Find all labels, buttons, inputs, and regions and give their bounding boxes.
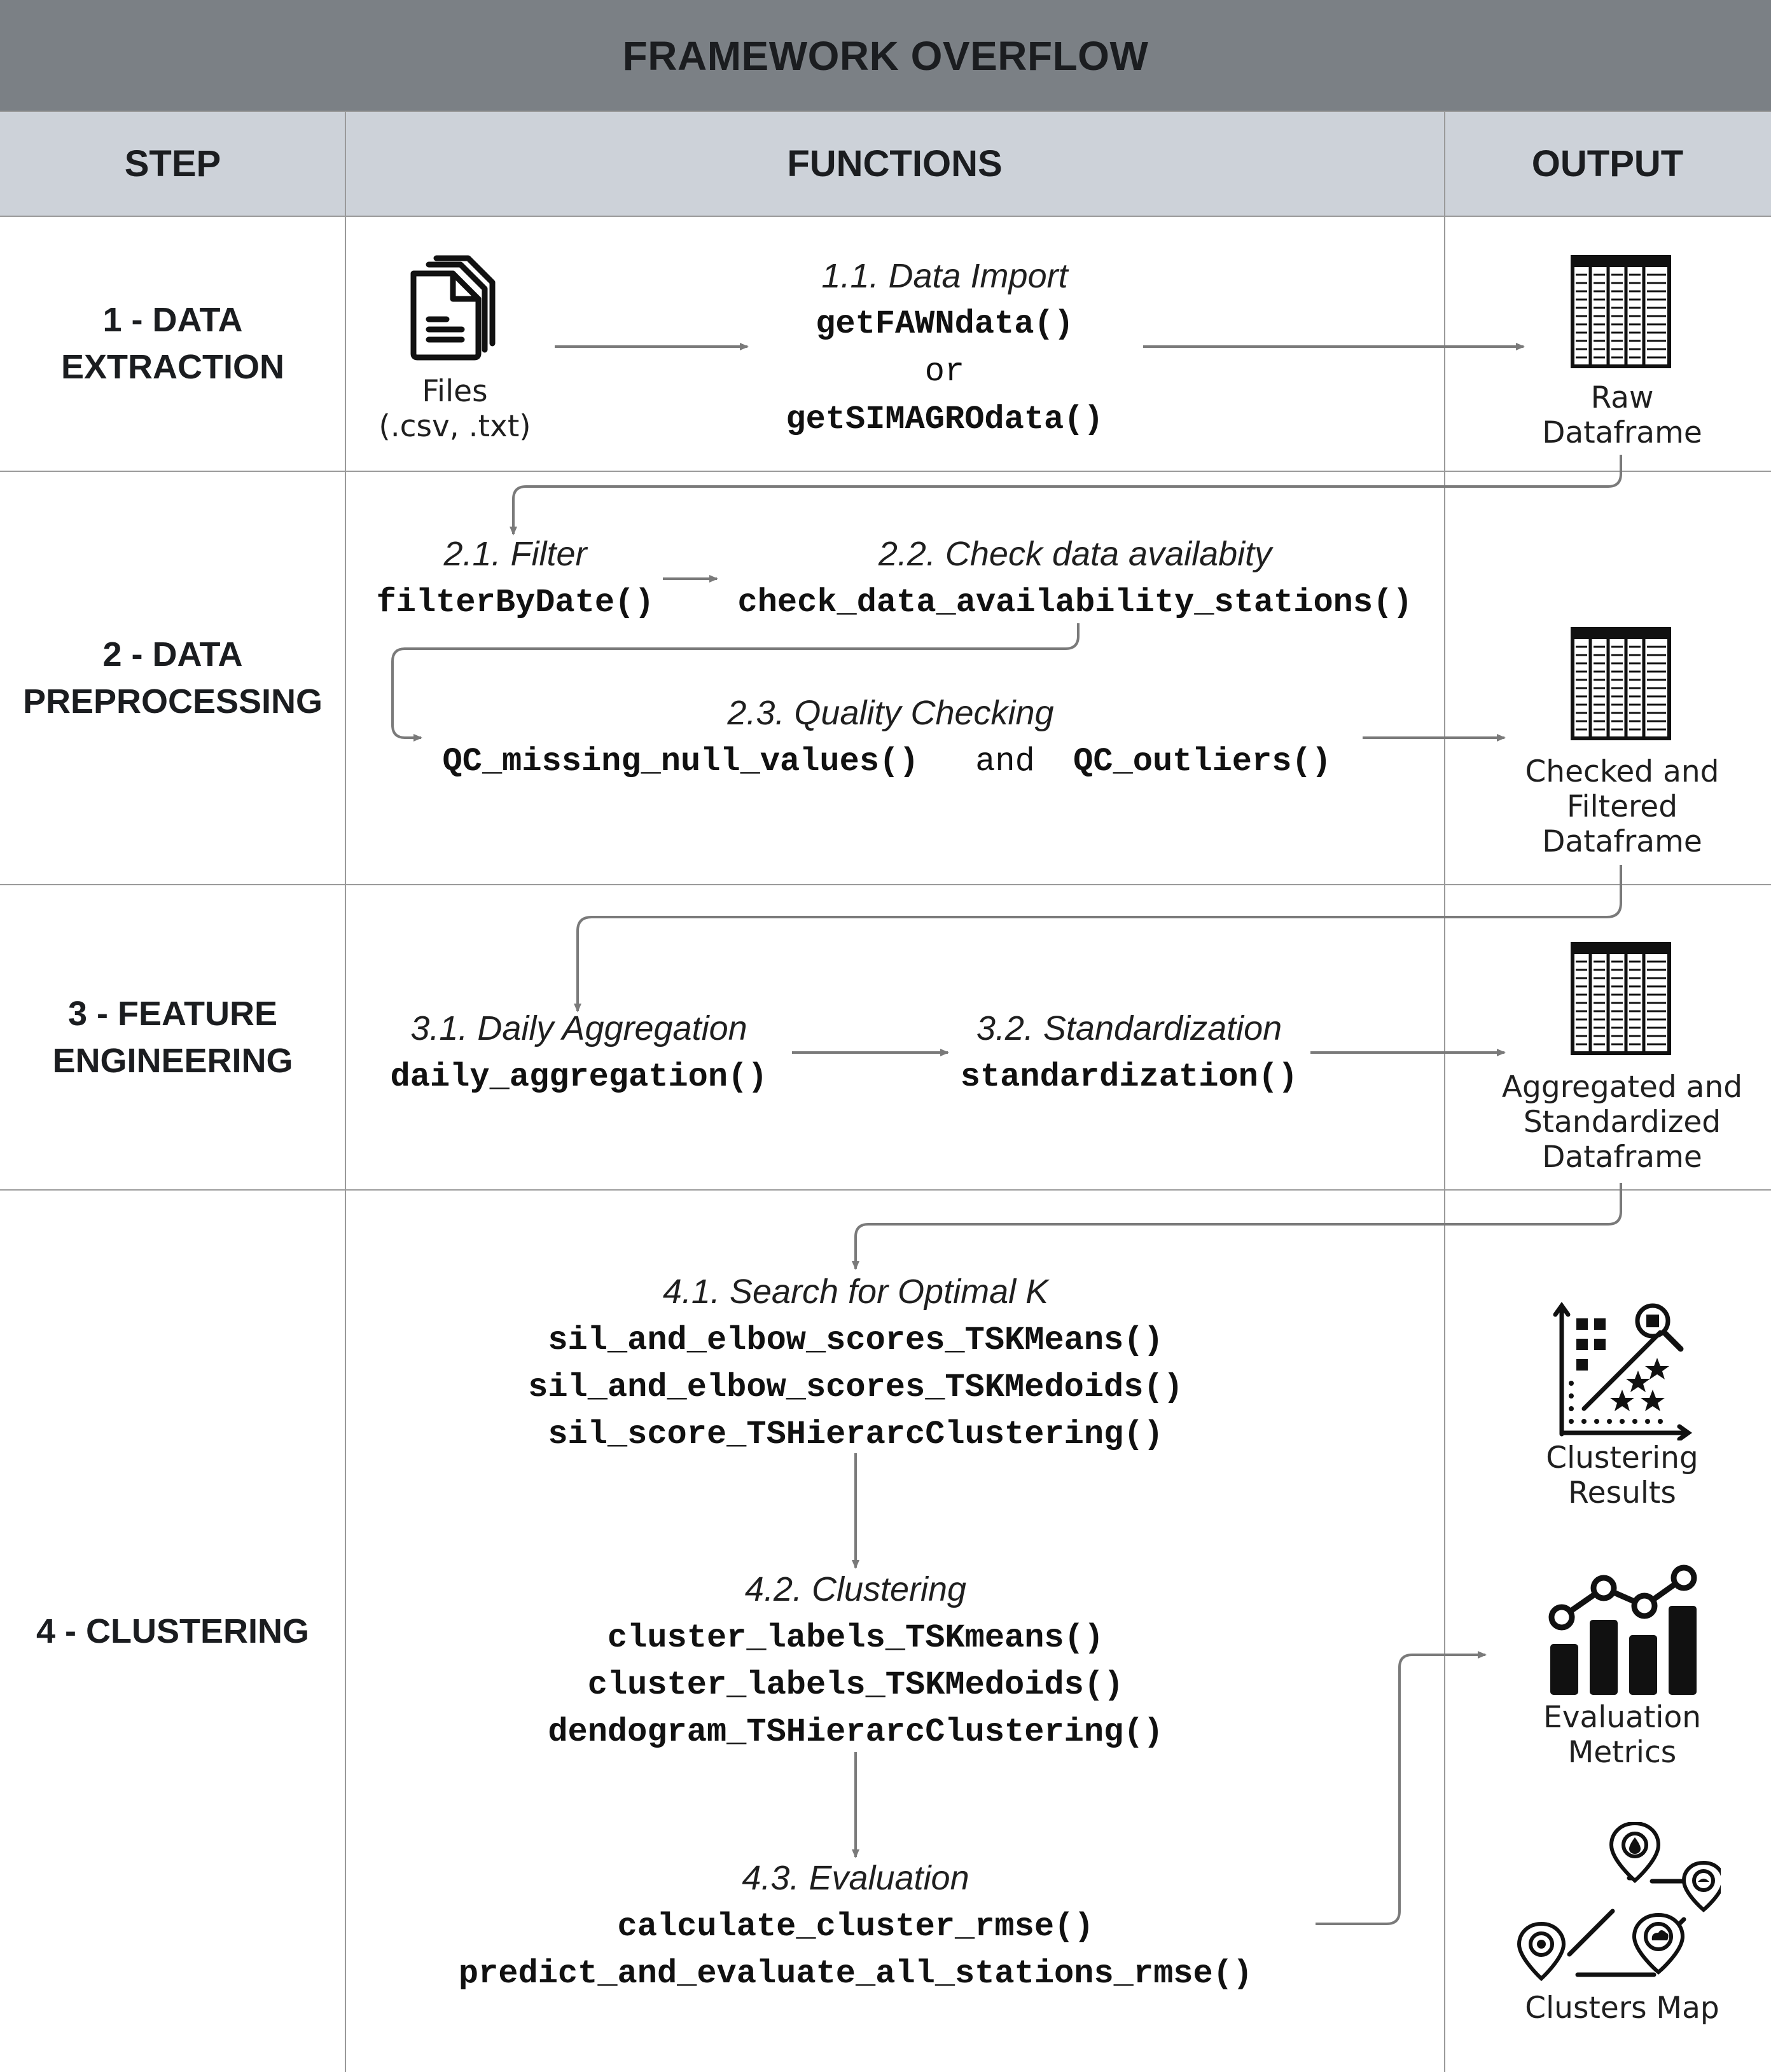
table-icon [1571,255,1671,368]
getsimagrodata-function: getSIMAGROdata() [786,401,1104,438]
table-icon [1571,627,1671,740]
daily-aggregation-title: 3.1. Daily Aggregation [410,1009,747,1047]
table-icon [1571,942,1671,1055]
dendogram-hierarc-function: dendogram_TSHierarcClustering() [548,1713,1163,1751]
filter-title: 2.1. Filter [443,535,587,573]
files-label: Files(.csv, .txt) [379,374,531,444]
document-stack-icon [410,255,496,361]
step-4-label: 4 - CLUSTERING [36,1612,310,1650]
or-connector: or [924,353,965,390]
sil-score-hierarc-function: sil_score_TSHierarcClustering() [548,1416,1163,1453]
grid-line [0,1189,1771,1191]
qc-missing-null-function: QC_missing_null_values() [442,743,919,780]
quality-checking-title: 2.3. Quality Checking [727,694,1054,732]
standardization-function: standardization() [960,1058,1298,1096]
grid-line [1444,111,1445,2072]
qc-outliers-function: QC_outliers() [1073,743,1331,780]
evaluation-title: 4.3. Evaluation [742,1859,969,1897]
optimal-k-title: 4.1. Search for Optimal K [662,1273,1049,1311]
header-step: STEP [124,143,221,184]
cluster-labels-tskmedoids-function: cluster_labels_TSKMedoids() [587,1666,1124,1704]
title-banner: FRAMEWORK OVERFLOW [0,0,1771,111]
bar-line-chart-icon [1548,1564,1697,1695]
and-connector: and [975,743,1035,780]
data-import-title: 1.1. Data Import [821,257,1068,295]
standardization-title: 3.2. Standardization [976,1009,1282,1047]
grid-line [0,111,1771,112]
clusters-map-label: Clusters Map [1525,1991,1719,2026]
diagram-title: FRAMEWORK OVERFLOW [622,32,1149,79]
header-row [0,111,1771,216]
daily-aggregation-function: daily_aggregation() [390,1058,768,1096]
sil-elbow-tskmeans-function: sil_and_elbow_scores_TSKMeans() [548,1322,1163,1359]
check-availability-title: 2.2. Check data availabity [878,535,1272,573]
scatter-search-icon [1553,1301,1693,1440]
predict-evaluate-rmse-function: predict_and_evaluate_all_stations_rmse() [458,1955,1253,1993]
cluster-labels-tskmeans-function: cluster_labels_TSKmeans() [607,1619,1104,1657]
header-output: OUTPUT [1531,143,1684,184]
clustering-title: 4.2. Clustering [744,1570,967,1608]
filterbydate-function: filterByDate() [376,584,655,621]
grid-line [0,216,1771,217]
map-pins-icon [1517,1822,1721,1982]
calculate-rmse-function: calculate_cluster_rmse() [617,1908,1094,1945]
check-availability-function: check_data_availability_stations() [737,584,1413,621]
grid-line [0,471,1771,472]
getfawndata-function: getFAWNdata() [816,305,1074,343]
grid-line [345,111,346,2072]
header-functions: FUNCTIONS [787,143,1003,184]
grid-line [0,884,1771,885]
sil-elbow-tskmedoids-function: sil_and_elbow_scores_TSKMedoids() [528,1369,1183,1406]
